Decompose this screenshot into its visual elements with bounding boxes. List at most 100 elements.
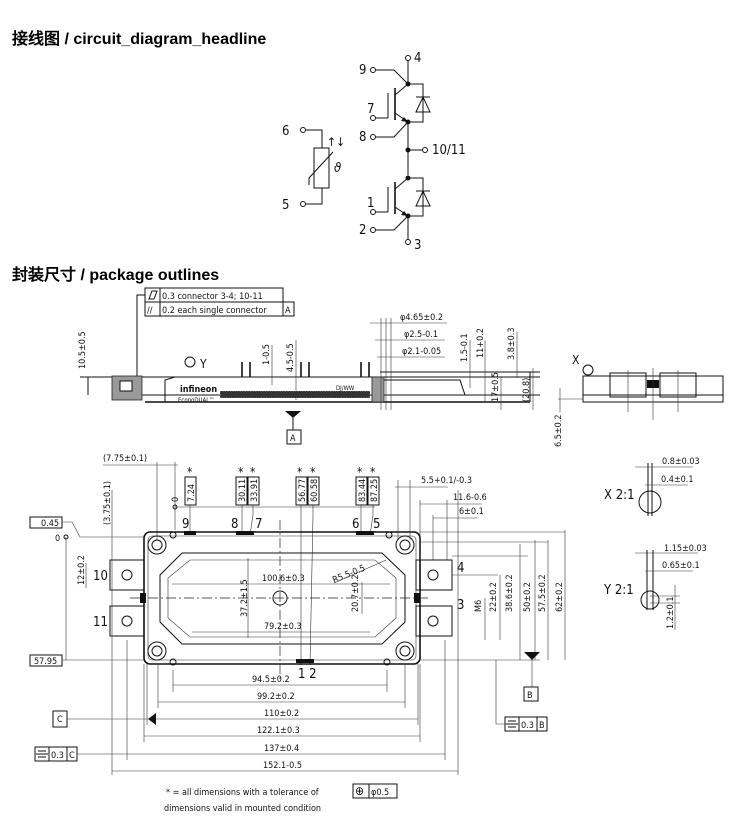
pin-5-label: 5 xyxy=(373,517,380,532)
detail-x-dim-2: 0.4±0.1 xyxy=(661,475,694,485)
dim-17: 17±0.5 xyxy=(491,372,501,402)
pin-7-label: 7 xyxy=(255,517,262,532)
dim-10-5: 10.5±0.5 xyxy=(78,331,88,369)
terminal-3 xyxy=(415,605,453,637)
dim-37-2: 37.2±1.5 xyxy=(240,579,250,617)
dim-22: 22±0.2 xyxy=(489,582,499,612)
tolerance-frame: // 0.3 connector 3-4; 10-11 0.2 each sin… xyxy=(136,287,295,378)
dim-3-75: (3.75±0.1) xyxy=(103,481,113,525)
asterisk-mark: * xyxy=(370,465,376,479)
pin-2-label: 2 xyxy=(359,223,366,238)
brand-logo: infineon xyxy=(180,385,217,395)
pin-9-label: 9 xyxy=(359,63,366,78)
dim-137: 137±0.4 xyxy=(264,744,299,754)
product-label: EconoDUAL™ xyxy=(178,397,215,404)
pin-pos-87-25: * 87.25 xyxy=(367,465,380,506)
dim-62: 62±0.2 xyxy=(555,582,565,612)
terminal-10 xyxy=(109,559,145,591)
dim-5-5: 5.5+0.1/-0.3 xyxy=(421,476,472,486)
pin-1-label: 1 xyxy=(367,196,374,211)
circuit-diagram: 6 5 ↑↓ ϑ 4 9 7 8 xyxy=(282,51,466,253)
detail-y-dim-1: 1.15±0.03 xyxy=(664,544,707,554)
theta-symbol: ϑ xyxy=(334,161,341,176)
pin-pos-text: 30.11 xyxy=(238,479,248,502)
dim-99-2: 99.2±0.2 xyxy=(257,692,295,702)
module-body xyxy=(109,520,453,680)
package-outlines-heading: 封装尺寸 / package outlines xyxy=(12,267,220,284)
mounted-condition-note: dimensions valid in mounted condition xyxy=(164,804,321,814)
pin-pos-text: 60.58 xyxy=(310,479,320,502)
datum-c-label: C xyxy=(57,715,63,725)
terminal-3-label: 3 xyxy=(457,598,464,613)
sym-b-value: 0.3 xyxy=(521,721,534,731)
asterisk-mark: * xyxy=(310,465,316,479)
asterisk-mark: * xyxy=(250,465,256,479)
parallelism-tolerance-text: 0.2 each single connector xyxy=(162,306,267,316)
thread-m6: M6 xyxy=(474,600,484,612)
detail-x-dim-1: 0.8±0.03 xyxy=(662,457,700,467)
dim-57-95: 57.95 xyxy=(34,657,57,667)
signal-pins xyxy=(241,362,370,377)
dim-r5-5: R5.5-0.5 xyxy=(331,564,367,586)
dim-50: 50±0.2 xyxy=(523,582,533,612)
side-view: // 0.3 connector 3-4; 10-11 0.2 each sin… xyxy=(78,287,724,447)
dim-dia-2-5: φ2.5-0.1 xyxy=(404,330,438,340)
pin-8-label: 8 xyxy=(231,517,238,532)
pin-position-boxes: * 7.24 * 30.11 * 33.91 * 56.77 * xyxy=(184,465,380,506)
dim-122-1: 122.1±0.3 xyxy=(257,726,300,736)
position-tolerance-icon: ⊕ xyxy=(355,784,364,798)
dim-152-1: 152.1-0.5 xyxy=(263,761,302,771)
dim-1-5: 1.5-0.1 xyxy=(460,333,470,362)
pin-pos-text: 83.44 xyxy=(358,479,368,502)
dim-pin-4-5: 4.5-0.5 xyxy=(286,343,296,372)
terminal-10-label: 10 xyxy=(93,569,108,584)
origin-zero-top: 0 xyxy=(171,497,181,502)
terminal-4-label: 4 xyxy=(457,561,464,576)
detail-x: X 2:1 0.8±0.03 0.4±0.1 xyxy=(604,457,700,516)
circuit-diagram-heading: 接线图 / circuit_diagram_headline xyxy=(12,31,267,48)
datum-b-label: B xyxy=(527,691,533,701)
detail-y-marker xyxy=(184,356,196,368)
detail-x-label: X xyxy=(572,353,580,367)
igbt-upper: 4 9 7 8 xyxy=(359,51,431,145)
temperature-arrows-icon: ↑↓ xyxy=(327,135,345,149)
pin-pos-60-58: * 60.58 xyxy=(307,465,320,506)
date-code: DJ/WW xyxy=(336,385,355,392)
dim-100-6: 100.6±0.3 xyxy=(262,574,305,584)
dim-dia-2-1: φ2.1-0.05 xyxy=(402,347,441,357)
dim-0-45: 0.45 xyxy=(41,519,59,529)
asterisk-mark: * xyxy=(238,465,244,479)
dim-6: 6±0.1 xyxy=(459,507,484,517)
datum-a-label: A xyxy=(290,434,296,444)
datum-a-ref: A xyxy=(285,306,291,316)
terminal-11 xyxy=(109,605,145,637)
mounting-hole-br xyxy=(395,641,415,661)
dim-3-8: 3.8±0.3 xyxy=(507,327,517,360)
dim-94-5: 94.5±0.2 xyxy=(252,675,290,685)
pin-pos-33-91: * 33.91 xyxy=(247,465,260,506)
detail-y-dim-3: 1.2±0.1 xyxy=(666,596,676,629)
sym-c-value: 0.3 xyxy=(51,751,64,761)
tolerance-note: * = all dimensions with a tolerance of xyxy=(166,788,319,798)
pin-pos-text: 33.91 xyxy=(250,479,260,502)
pin-9-label: 9 xyxy=(182,517,189,532)
dim-79-2: 79.2±0.3 xyxy=(264,622,302,632)
pin-6-label: 6 xyxy=(352,517,359,532)
pin-10-11-label: 10/11 xyxy=(432,143,466,158)
pin-6-label: 6 xyxy=(282,124,289,139)
pin-3-label: 3 xyxy=(414,238,421,253)
end-view: X 6.5±0.2 xyxy=(554,353,724,447)
igbt-lower: 1 2 3 xyxy=(359,175,431,253)
dim-110: 110±0.2 xyxy=(264,709,299,719)
barcode xyxy=(219,390,371,399)
dim-dia-4-65: φ4.65±0.2 xyxy=(400,313,443,323)
top-view: (7.75±0.1) (3.75±0.1) 0 * 7.24 * 30.11 *… xyxy=(29,454,566,775)
asterisk-mark: * xyxy=(187,465,193,479)
dim-57-5: 57.5±0.2 xyxy=(538,574,548,612)
pin-pos-83-44: * 83.44 xyxy=(355,465,368,506)
detail-x-scale-label: X 2:1 xyxy=(604,488,635,503)
dim-38-6: 38.6±0.2 xyxy=(505,574,515,612)
notes: * = all dimensions with a tolerance of ⊕… xyxy=(164,783,398,814)
pin-5-label: 5 xyxy=(282,198,289,213)
